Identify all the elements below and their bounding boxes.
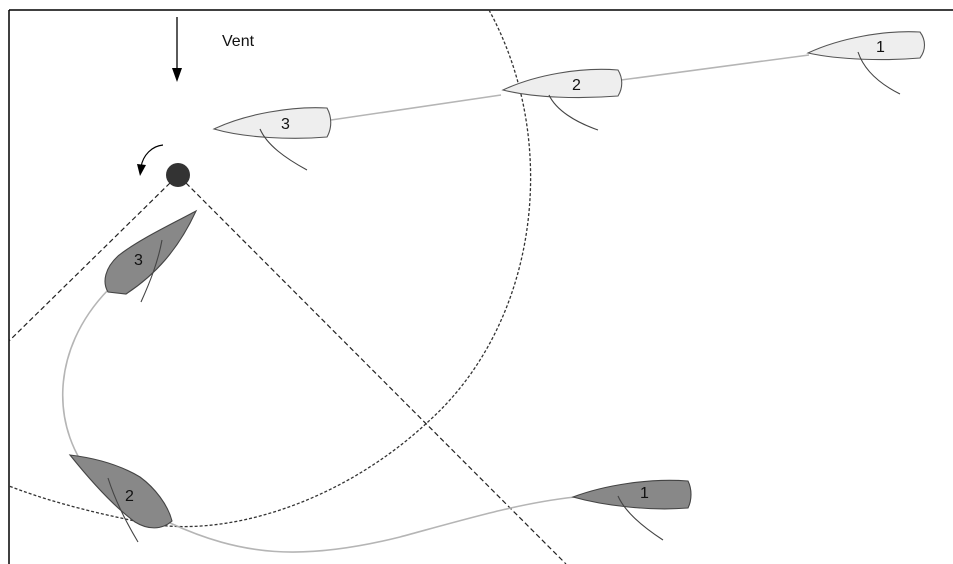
layline-right <box>185 182 567 564</box>
boat-light-2-number: 2 <box>572 77 581 94</box>
boat-dark-2-number: 2 <box>125 488 134 505</box>
boat-light-2: 2 <box>501 68 623 131</box>
boat-dark-3-number: 3 <box>134 252 143 269</box>
boat-dark-3: 3 <box>104 209 198 303</box>
boat-dark-1: 1 <box>571 479 692 541</box>
buoy-icon <box>166 163 190 187</box>
curved-arrow-icon <box>137 144 164 176</box>
mark-zone-circle <box>8 9 532 528</box>
boat-dark-2: 2 <box>68 454 173 543</box>
track-before-mark <box>330 54 810 121</box>
boat-light-3: 3 <box>212 107 332 171</box>
boat-light-1-number: 1 <box>876 39 885 56</box>
boat-dark-1-number: 1 <box>640 485 649 502</box>
boat-light-1: 1 <box>806 31 926 95</box>
down-arrow-icon <box>172 17 182 82</box>
boat-light-3-number: 3 <box>281 116 290 133</box>
wind-label: Vent <box>222 33 255 50</box>
layline-left <box>8 182 171 342</box>
